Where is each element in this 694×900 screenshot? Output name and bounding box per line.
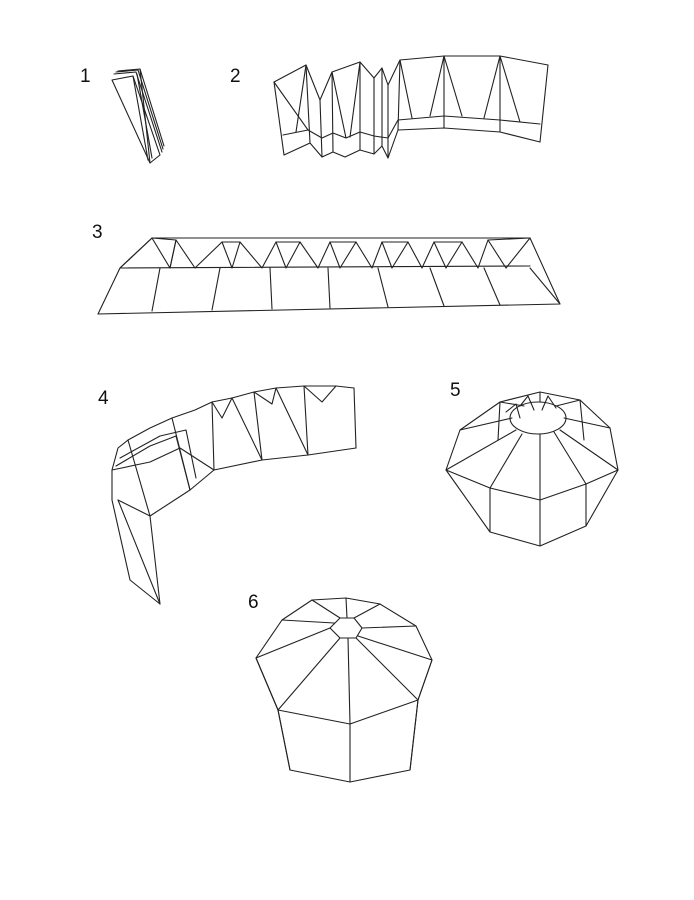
step-1-folded-stack — [111, 68, 165, 164]
step-2-number: 2 — [230, 66, 241, 87]
step-1-number: 1 — [80, 66, 91, 87]
step-3-flat-strip — [97, 237, 561, 315]
step-3-number: 3 — [92, 222, 103, 243]
step-6-finished-box — [255, 597, 433, 783]
step-4-curving-strip — [111, 385, 357, 605]
step-5-dome-open — [445, 391, 619, 547]
step-2-pleated-strip — [273, 55, 549, 159]
step-4-number: 4 — [98, 388, 109, 409]
step-6-number: 6 — [248, 592, 259, 613]
step-5-number: 5 — [450, 380, 461, 401]
